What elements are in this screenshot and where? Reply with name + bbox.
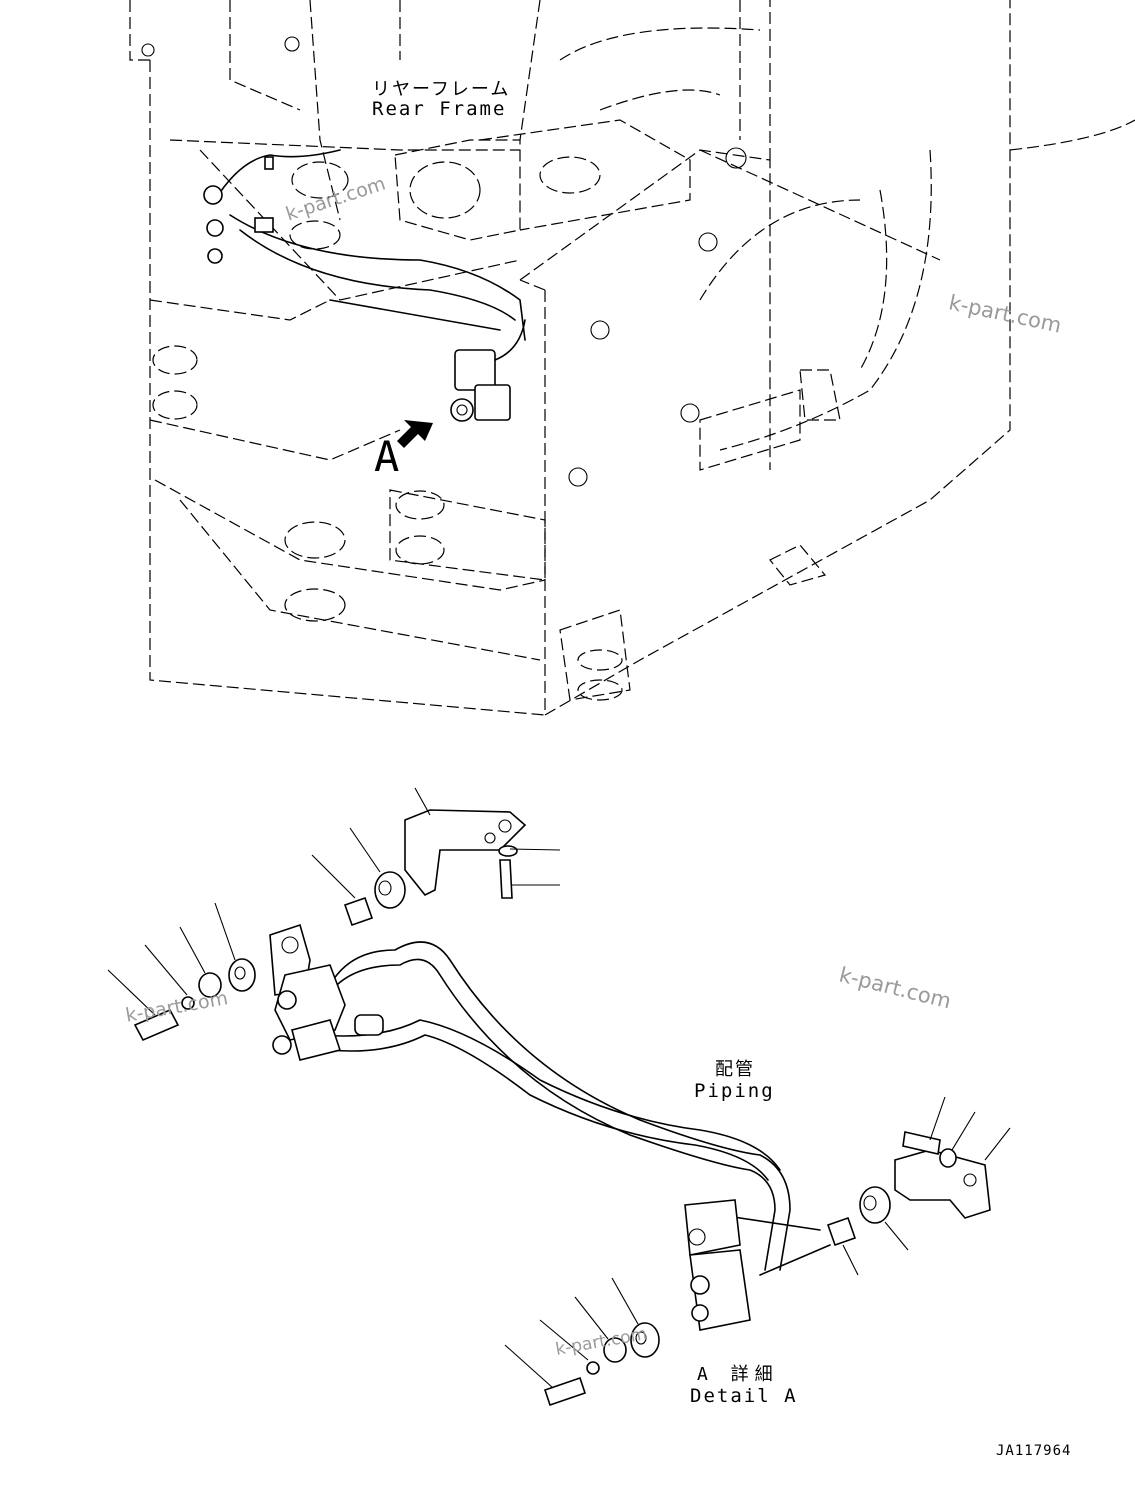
drawing-code: JA117964 <box>996 1443 1072 1459</box>
rear-frame-label-jp: リヤーフレーム <box>372 79 511 100</box>
detail-a-exploded-view <box>107 787 1011 1407</box>
lower-valve-block <box>684 1199 751 1331</box>
view-a-arrow <box>397 420 433 448</box>
detail-a-label-jp: A 詳細 <box>697 1364 779 1385</box>
rear-frame-label-en: Rear Frame <box>372 98 507 120</box>
detail-a-label-en: Detail A <box>690 1385 798 1407</box>
valve-location-a <box>450 319 526 422</box>
upper-clamp-bracket <box>404 809 527 897</box>
piping-label-jp: 配管 <box>715 1059 755 1080</box>
piping-label-en: Piping <box>694 1080 775 1102</box>
view-a-marker: A <box>374 432 400 481</box>
upper-valve-block <box>269 923 384 1061</box>
rear-frame-assembly <box>129 0 1135 717</box>
